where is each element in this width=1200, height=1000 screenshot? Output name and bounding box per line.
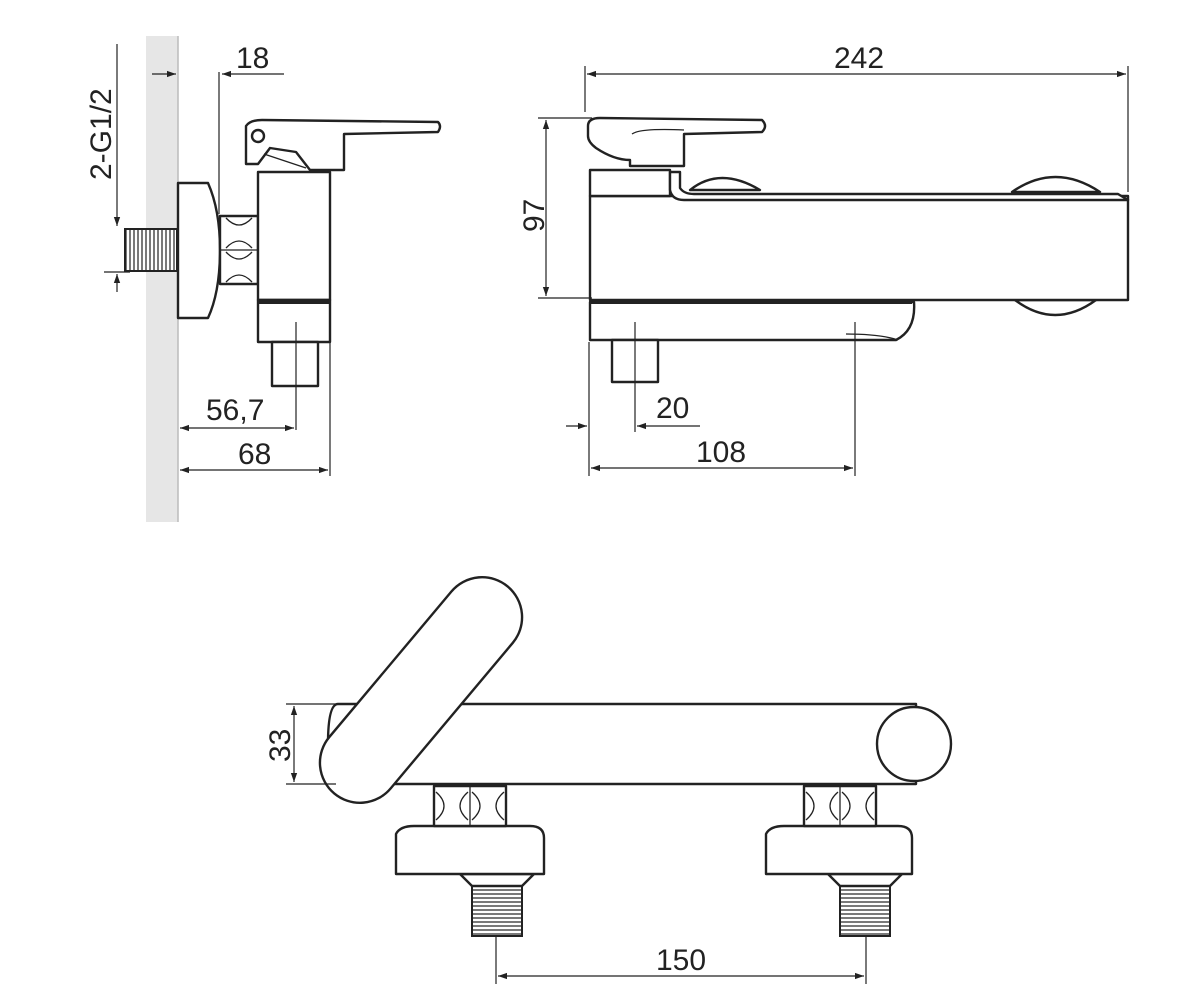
label-diameter-33: 33 (264, 729, 297, 762)
label-depth-68: 68 (238, 438, 271, 471)
side-outlet (270, 340, 320, 388)
side-view: 2-G1/2 18 56,7 68 (85, 36, 442, 522)
label-spacing-150: 150 (656, 944, 706, 977)
top-flange-left (394, 824, 546, 876)
front-rear-bulge-bottom (1013, 298, 1098, 317)
label-thread-spec: 2-G1/2 (85, 88, 118, 180)
top-view: 33 150 (264, 576, 953, 984)
top-lever (318, 576, 524, 804)
side-thread (124, 228, 178, 272)
front-body (588, 194, 1130, 302)
front-rear-bulge-right (1010, 175, 1102, 194)
top-spout-end (875, 705, 953, 783)
label-offset-18: 18 (236, 42, 269, 75)
side-lever (244, 118, 442, 172)
side-hex-facets (220, 217, 258, 283)
front-lever (586, 116, 767, 168)
label-height-97: 97 (518, 199, 551, 232)
side-body-base (256, 298, 332, 344)
front-rear-bulge-left (688, 176, 762, 192)
label-outlet-20: 20 (656, 392, 689, 425)
side-body (256, 170, 332, 302)
label-depth-56-7: 56,7 (206, 394, 264, 427)
top-flange-right (764, 824, 914, 876)
side-flange (176, 181, 222, 320)
top-thread-right (839, 885, 891, 937)
top-thread-left (471, 885, 523, 937)
label-outlet-108: 108 (696, 436, 746, 469)
front-view: 242 97 20 108 (518, 42, 1130, 476)
side-lever-pivot (250, 128, 266, 144)
front-cartridge-block (588, 168, 672, 198)
label-length-242: 242 (834, 42, 884, 75)
front-top-ridge (668, 170, 1130, 202)
wall (146, 36, 178, 522)
